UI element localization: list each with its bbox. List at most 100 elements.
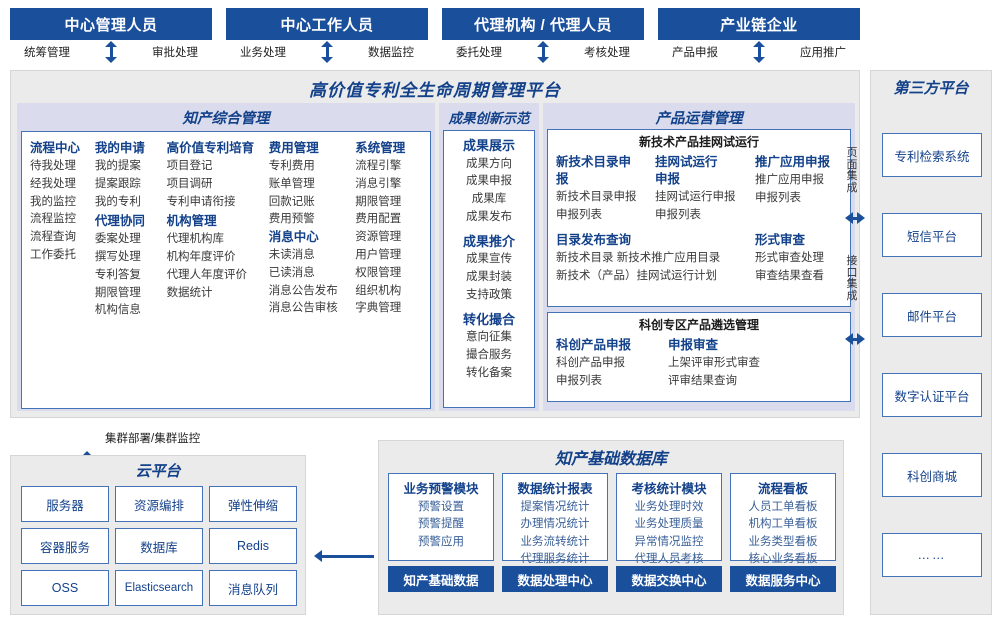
db-leaf[interactable]: 提案情况统计 <box>520 501 590 513</box>
third-party-item-patent-search[interactable]: 专利检索系统 <box>882 133 982 177</box>
leaf-item[interactable]: 期限管理 <box>355 195 402 208</box>
leaf-item[interactable]: 形式审查处理 <box>755 252 824 265</box>
leaf-item[interactable]: 成果申报 <box>466 175 512 188</box>
db-leaf[interactable]: 业务类型看板 <box>748 535 818 548</box>
cloud-cell-server[interactable]: 服务器 <box>21 486 109 522</box>
cloud-cell-mq[interactable]: 消息队列 <box>209 570 297 606</box>
leaf-item[interactable]: 权限管理 <box>355 266 402 279</box>
db-bar-service-center[interactable]: 数据服务中心 <box>730 566 836 592</box>
leaf-item[interactable]: 组织机构 <box>355 284 402 297</box>
leaf-item[interactable]: 申报列表 <box>755 191 801 204</box>
leaf-item[interactable]: 流程引擎 <box>355 159 402 172</box>
leaf-item[interactable]: 专利费用 <box>268 159 315 172</box>
leaf-item[interactable]: 成果发布 <box>466 210 512 223</box>
db-leaf[interactable]: 业务处理时效 <box>634 501 704 513</box>
db-leaf[interactable]: 预警提醒 <box>418 518 464 531</box>
leaf-item[interactable]: 流程查询 <box>30 231 76 244</box>
leaf-item[interactable]: 我的提案 <box>94 159 141 172</box>
leaf-item[interactable]: 流程监控 <box>30 213 76 226</box>
leaf-item[interactable]: 我的专利 <box>94 195 141 208</box>
leaf-item[interactable]: 意向征集 <box>466 331 512 344</box>
db-bar-exchange-center[interactable]: 数据交换中心 <box>616 566 722 592</box>
role-tab-3[interactable]: 产业链企业 <box>658 8 860 40</box>
cloud-cell-elasticsearch[interactable]: Elasticsearch <box>115 570 203 606</box>
leaf-item[interactable]: 费用预警 <box>268 213 315 226</box>
third-party-item-more[interactable]: …… <box>882 533 982 577</box>
leaf-item[interactable]: 机构信息 <box>94 304 141 317</box>
leaf-item[interactable]: 消息公告发布 <box>268 284 338 297</box>
leaf-item[interactable]: 项目调研 <box>166 177 213 190</box>
db-bar-basic-data[interactable]: 知产基础数据 <box>388 566 494 592</box>
leaf-item[interactable]: 新技术目录申报 <box>556 190 637 203</box>
leaf-item[interactable]: 委案处理 <box>94 233 141 246</box>
leaf-item[interactable]: 机构年度评价 <box>166 251 236 263</box>
leaf-item[interactable]: 成果宣传 <box>466 253 512 266</box>
leaf-item[interactable]: 期限管理 <box>94 286 141 299</box>
cloud-cell-orchestration[interactable]: 资源编排 <box>115 486 203 522</box>
leaf-item[interactable]: 申报列表 <box>556 208 602 221</box>
leaf-item[interactable]: 待我处理 <box>30 159 76 172</box>
db-leaf[interactable]: 核心业务看板 <box>748 552 818 565</box>
leaf-item[interactable]: 推广应用申报 <box>755 173 824 186</box>
leaf-item[interactable]: 消息公告审核 <box>268 302 338 315</box>
leaf-item[interactable]: 已读消息 <box>268 266 315 279</box>
leaf-item[interactable]: 科创产品申报 <box>556 356 625 369</box>
third-party-item-innovation-mall[interactable]: 科创商城 <box>882 453 982 497</box>
leaf-item[interactable]: 消息引擎 <box>355 177 402 190</box>
leaf-item[interactable]: 我的监控 <box>30 195 76 208</box>
leaf-item[interactable]: 新技术目录 新技术推广应用目录 <box>556 252 721 265</box>
leaf-item[interactable]: 费用配置 <box>355 213 402 226</box>
leaf-item[interactable]: 转化备案 <box>466 366 512 379</box>
leaf-item[interactable]: 成果封装 <box>466 271 512 284</box>
db-bar-processing-center[interactable]: 数据处理中心 <box>502 566 608 592</box>
leaf-item[interactable]: 经我处理 <box>30 177 76 190</box>
third-party-item-email[interactable]: 邮件平台 <box>882 293 982 337</box>
leaf-item[interactable]: 挂网试运行申报 <box>655 190 736 203</box>
role-tab-0[interactable]: 中心管理人员 <box>10 8 212 40</box>
db-leaf[interactable]: 预警应用 <box>418 535 464 548</box>
leaf-item[interactable]: 支持政策 <box>466 288 512 301</box>
cloud-cell-redis[interactable]: Redis <box>209 528 297 564</box>
leaf-item[interactable]: 用户管理 <box>355 248 402 261</box>
cloud-cell-autoscaling[interactable]: 弹性伸缩 <box>209 486 297 522</box>
leaf-item[interactable]: 账单管理 <box>268 177 315 190</box>
leaf-item[interactable]: 撰写处理 <box>94 251 141 263</box>
cloud-cell-oss[interactable]: OSS <box>21 570 109 606</box>
leaf-item[interactable]: 专利答复 <box>94 268 141 281</box>
cloud-cell-database[interactable]: 数据库 <box>115 528 203 564</box>
db-leaf[interactable]: 代理人员考核 <box>634 552 704 565</box>
leaf-item[interactable]: 工作委托 <box>30 248 76 261</box>
role-tab-2[interactable]: 代理机构 / 代理人员 <box>442 8 644 40</box>
third-party-item-sms[interactable]: 短信平台 <box>882 213 982 257</box>
leaf-item[interactable]: 代理人年度评价 <box>166 268 248 281</box>
leaf-item[interactable]: 新技术（产品）挂网试运行计划 <box>556 270 717 283</box>
leaf-item[interactable]: 专利申请衔接 <box>166 195 236 208</box>
db-leaf[interactable]: 业务处理质量 <box>634 518 704 531</box>
leaf-item[interactable]: 申报列表 <box>655 208 701 221</box>
cloud-cell-container[interactable]: 容器服务 <box>21 528 109 564</box>
leaf-item[interactable]: 数据统计 <box>166 286 213 299</box>
leaf-item[interactable]: 成果库 <box>471 193 507 206</box>
leaf-item[interactable]: 代理机构库 <box>166 233 225 246</box>
db-leaf[interactable]: 办理情况统计 <box>520 518 590 531</box>
leaf-item[interactable]: 上架评审形式审查 <box>668 356 760 369</box>
leaf-item[interactable]: 审查结果查看 <box>755 270 824 283</box>
db-leaf[interactable]: 代理服务统计 <box>520 552 590 565</box>
third-party-item-digital-cert[interactable]: 数字认证平台 <box>882 373 982 417</box>
db-leaf[interactable]: 人员工单看板 <box>748 501 818 513</box>
db-leaf[interactable]: 异常情况监控 <box>634 535 704 548</box>
db-leaf[interactable]: 预警设置 <box>418 501 464 513</box>
leaf-item[interactable]: 字典管理 <box>355 302 402 315</box>
leaf-item[interactable]: 未读消息 <box>268 249 315 261</box>
db-leaf[interactable]: 业务流转统计 <box>520 535 590 548</box>
role-tab-1[interactable]: 中心工作人员 <box>226 8 428 40</box>
leaf-item[interactable]: 提案跟踪 <box>94 177 141 190</box>
leaf-item[interactable]: 回款记账 <box>268 195 315 208</box>
leaf-item[interactable]: 资源管理 <box>355 231 402 244</box>
leaf-item[interactable]: 项目登记 <box>166 159 213 172</box>
leaf-item[interactable]: 成果方向 <box>466 157 512 170</box>
db-leaf[interactable]: 机构工单看板 <box>748 518 818 531</box>
leaf-item[interactable]: 申报列表 <box>556 374 602 387</box>
leaf-item[interactable]: 撮合服务 <box>466 349 512 362</box>
leaf-item[interactable]: 评审结果查询 <box>668 374 737 387</box>
